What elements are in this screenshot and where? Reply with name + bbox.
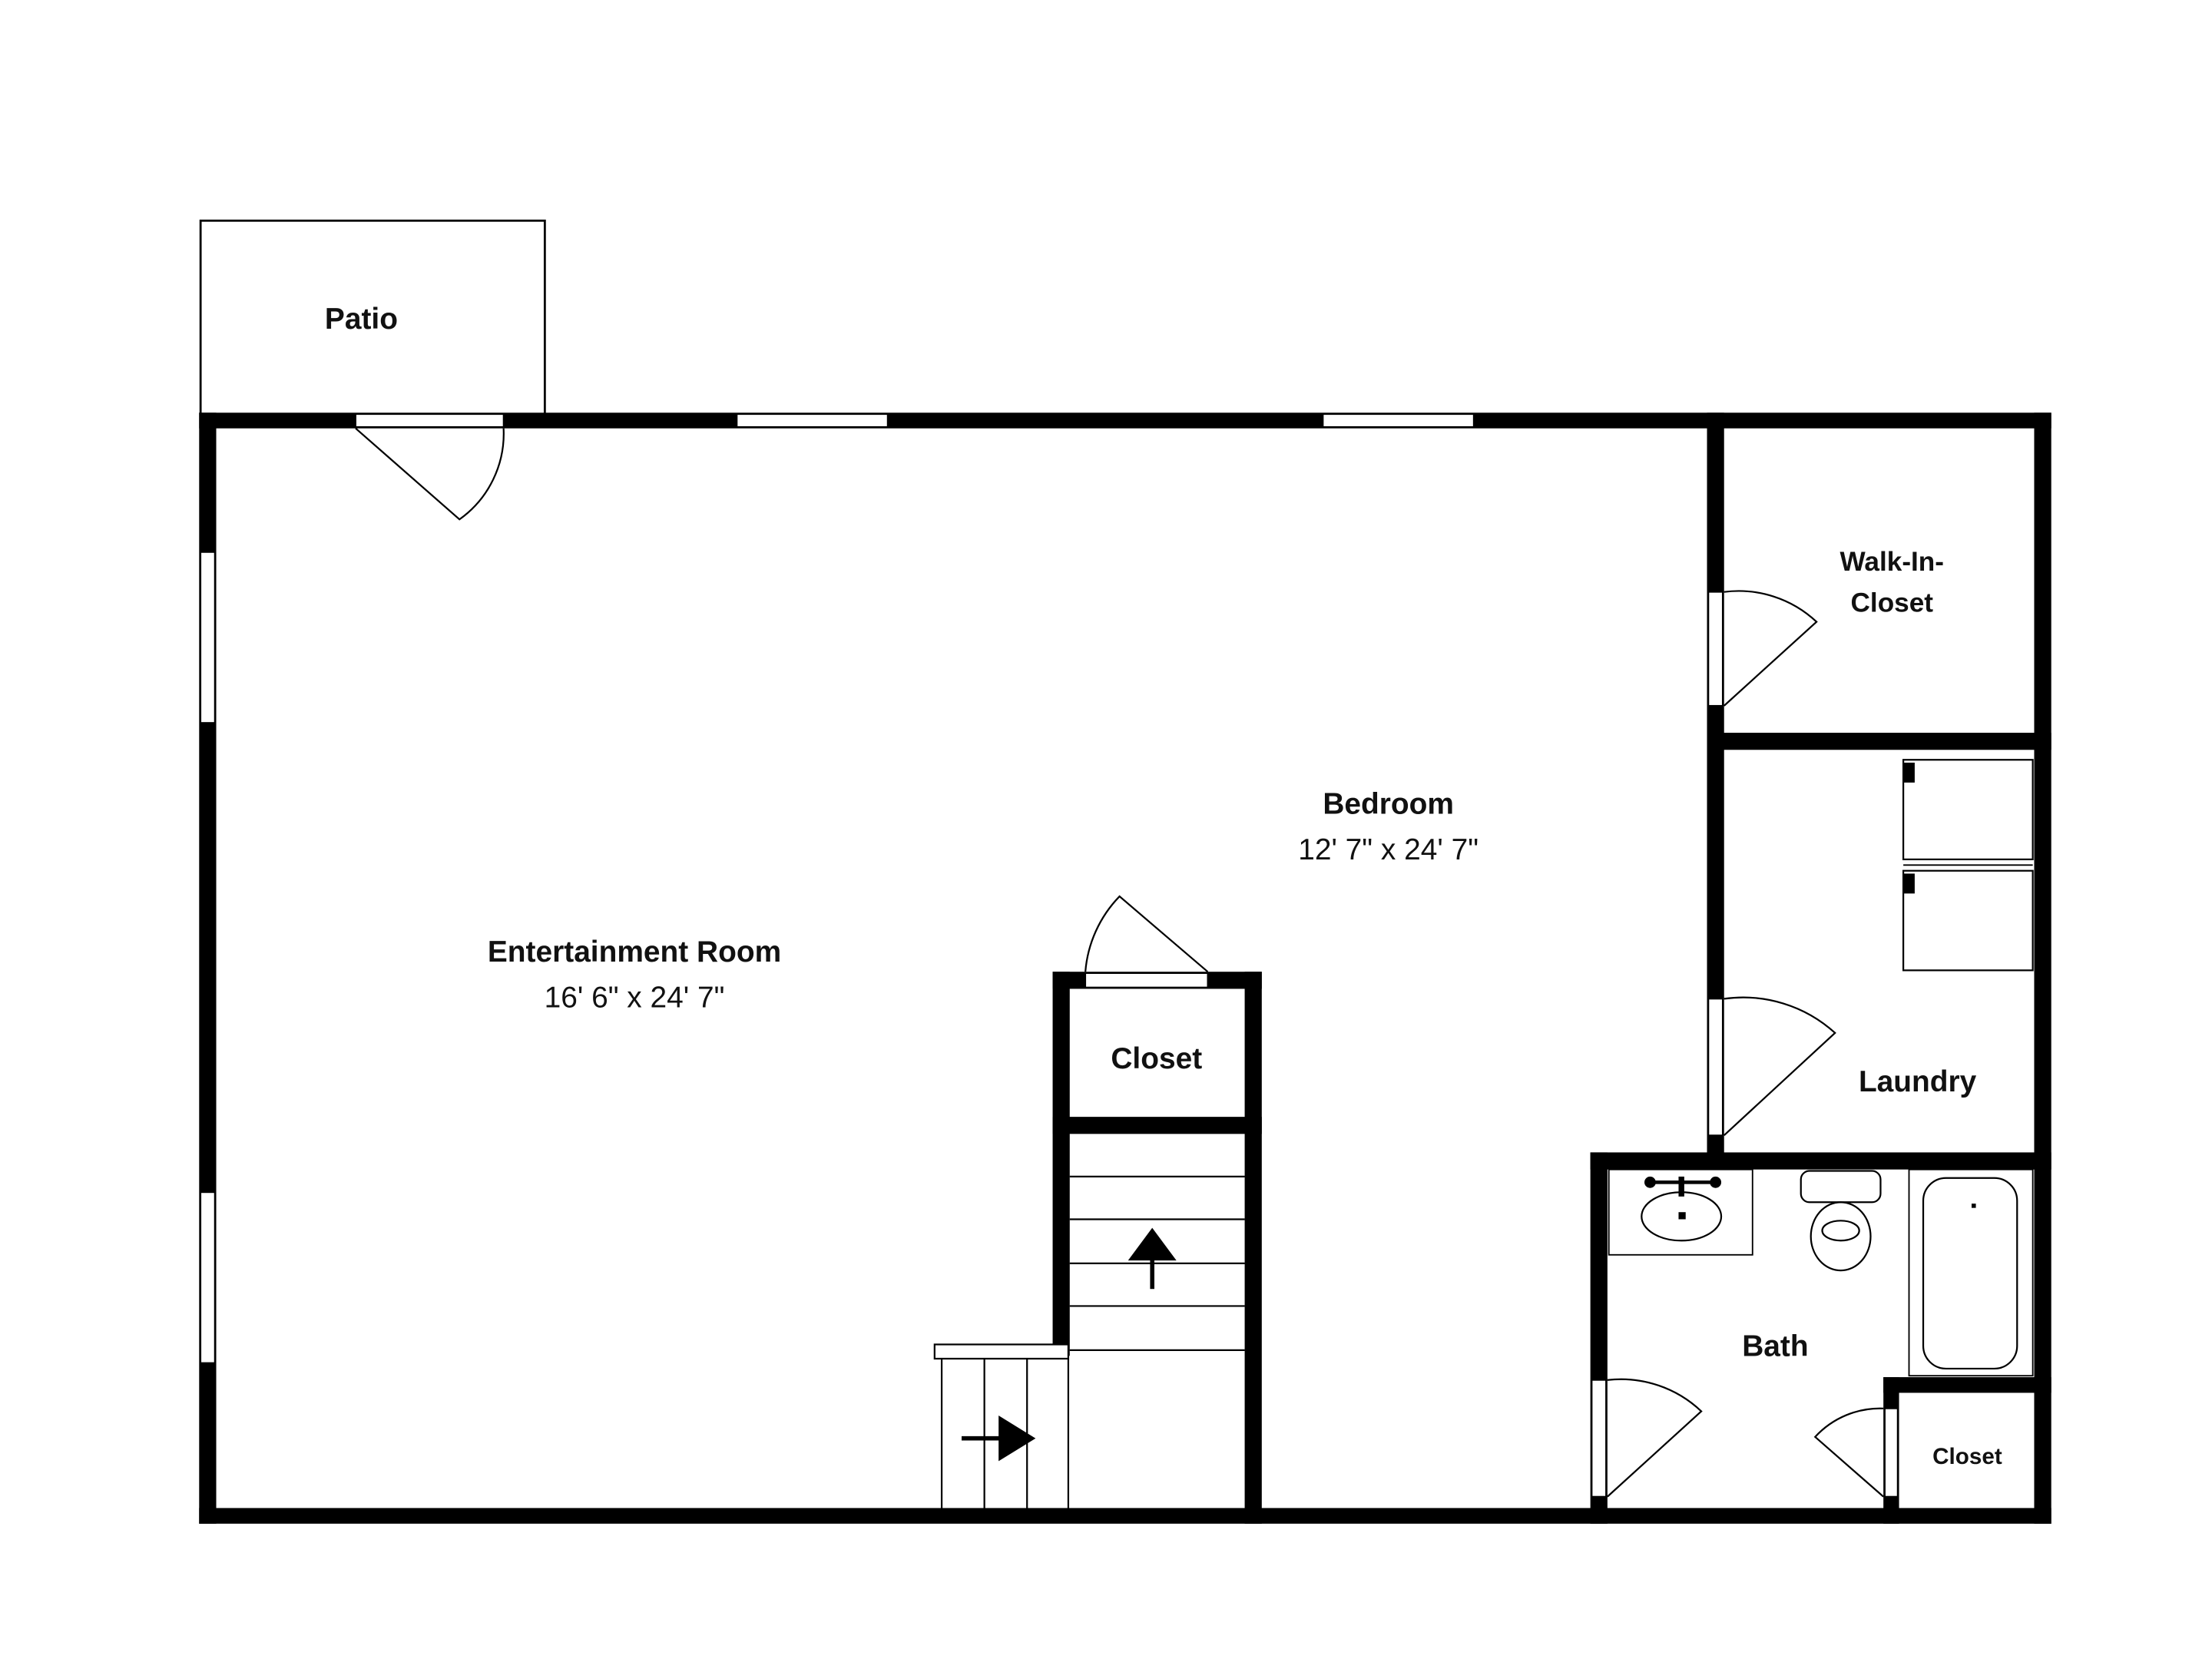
patio-label: Patio [325,303,398,336]
wall-openings [200,413,1899,1498]
door-gap-laundry [1707,998,1724,1137]
door-swing-walkin [1723,590,1818,707]
door-swing-patio [355,427,505,521]
landing-arrow-icon [962,1416,1036,1462]
interior-walls [1052,412,2051,1524]
door-gap-walkin [1707,591,1724,707]
bathtub-icon [1908,1168,2034,1377]
stair-closet-label: Closet [1111,1042,1202,1075]
main-stairs [1069,1175,1245,1351]
door-gap-bath-closet [1884,1407,1899,1498]
entertainment-room-dims: 16' 6" x 24' 7" [545,982,725,1015]
bedroom-dims: 12' 7" x 24' 7" [1298,833,1479,866]
door-swing-laundry [1723,996,1836,1137]
vanity-sink-icon [1608,1168,1753,1256]
washer-icon [1902,759,2034,861]
bath-closet-label: Closet [1932,1444,2002,1469]
door-swings [355,427,1884,1498]
toilet-icon [1800,1170,1882,1272]
landing-stairs [933,1343,1070,1508]
walk-in-closet-label-line1: Walk-In- [1840,547,1944,577]
stairs-up-arrow-icon [1128,1227,1177,1290]
bedroom-label: Bedroom [1323,788,1454,821]
door-swing-bath [1607,1378,1703,1498]
window-left-1 [200,551,216,724]
door-swing-stair-closet [1084,895,1209,973]
dryer-icon [1902,869,2034,972]
door-gap-bath [1591,1379,1607,1498]
entertainment-room-label: Entertainment Room [488,935,781,969]
window-top-1 [736,413,889,428]
washer-dryer-icon [1902,759,2034,972]
door-swing-bath-closet [1813,1407,1884,1498]
laundry-label: Laundry [1859,1065,1977,1098]
window-top-2 [1322,413,1475,428]
door-gap-stair-closet [1084,972,1209,988]
window-left-2 [200,1191,216,1364]
bath-label: Bath [1742,1330,1808,1363]
walk-in-closet-label-line2: Closet [1851,588,1934,618]
door-gap-patio [355,413,505,428]
